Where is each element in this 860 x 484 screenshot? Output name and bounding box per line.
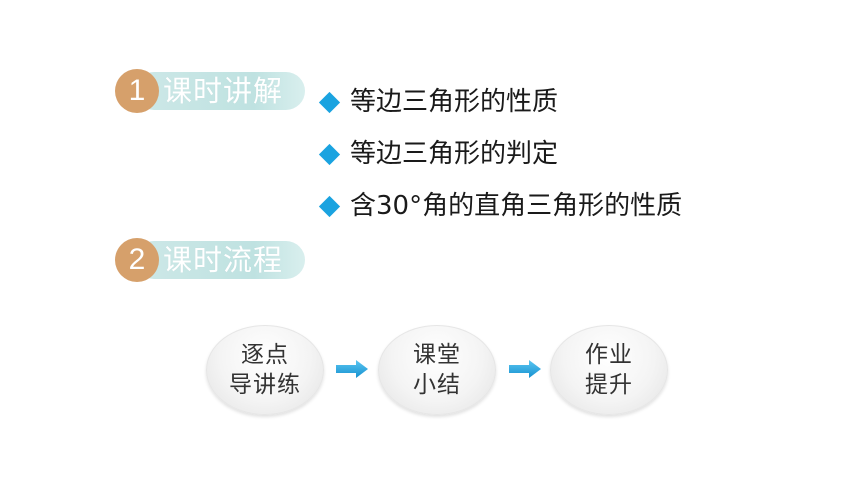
list-item: 等边三角形的判定 <box>318 128 682 180</box>
flow-node-line: 作业 <box>585 342 633 368</box>
flow-node-line: 课堂 <box>413 342 461 368</box>
section-pill-background <box>135 241 305 279</box>
section-number-badge: 1 <box>115 69 159 113</box>
list-item: 等边三角形的性质 <box>318 76 682 128</box>
diamond-bullet-icon <box>318 195 341 217</box>
diamond-bullet-icon <box>318 91 341 113</box>
diamond-bullet-icon <box>318 143 341 165</box>
topic-list: 等边三角形的性质 等边三角形的判定 含30°角的直角三角形的性质 <box>318 76 682 232</box>
flow-node-line: 导讲练 <box>229 372 301 398</box>
section-number-badge: 2 <box>115 238 159 282</box>
flow-node-summary[interactable]: 课堂 小结 <box>378 325 496 415</box>
list-item-text: 等边三角形的判定 <box>350 139 559 169</box>
list-item-text: 含30°角的直角三角形的性质 <box>350 191 683 221</box>
right-arrow-icon <box>509 360 541 378</box>
flow-node-homework[interactable]: 作业 提升 <box>550 325 668 415</box>
flow-node-line: 提升 <box>585 372 633 398</box>
flow-node-line: 逐点 <box>241 342 289 368</box>
flow-node-practice[interactable]: 逐点 导讲练 <box>206 325 324 415</box>
right-arrow-icon <box>336 360 368 378</box>
list-item: 含30°角的直角三角形的性质 <box>318 180 682 232</box>
list-item-text: 等边三角形的性质 <box>350 87 559 117</box>
section-title: 课时讲解 <box>163 74 284 108</box>
flow-node-line: 小结 <box>413 372 461 398</box>
section-pill-background <box>135 72 305 110</box>
section-title: 课时流程 <box>163 243 284 277</box>
